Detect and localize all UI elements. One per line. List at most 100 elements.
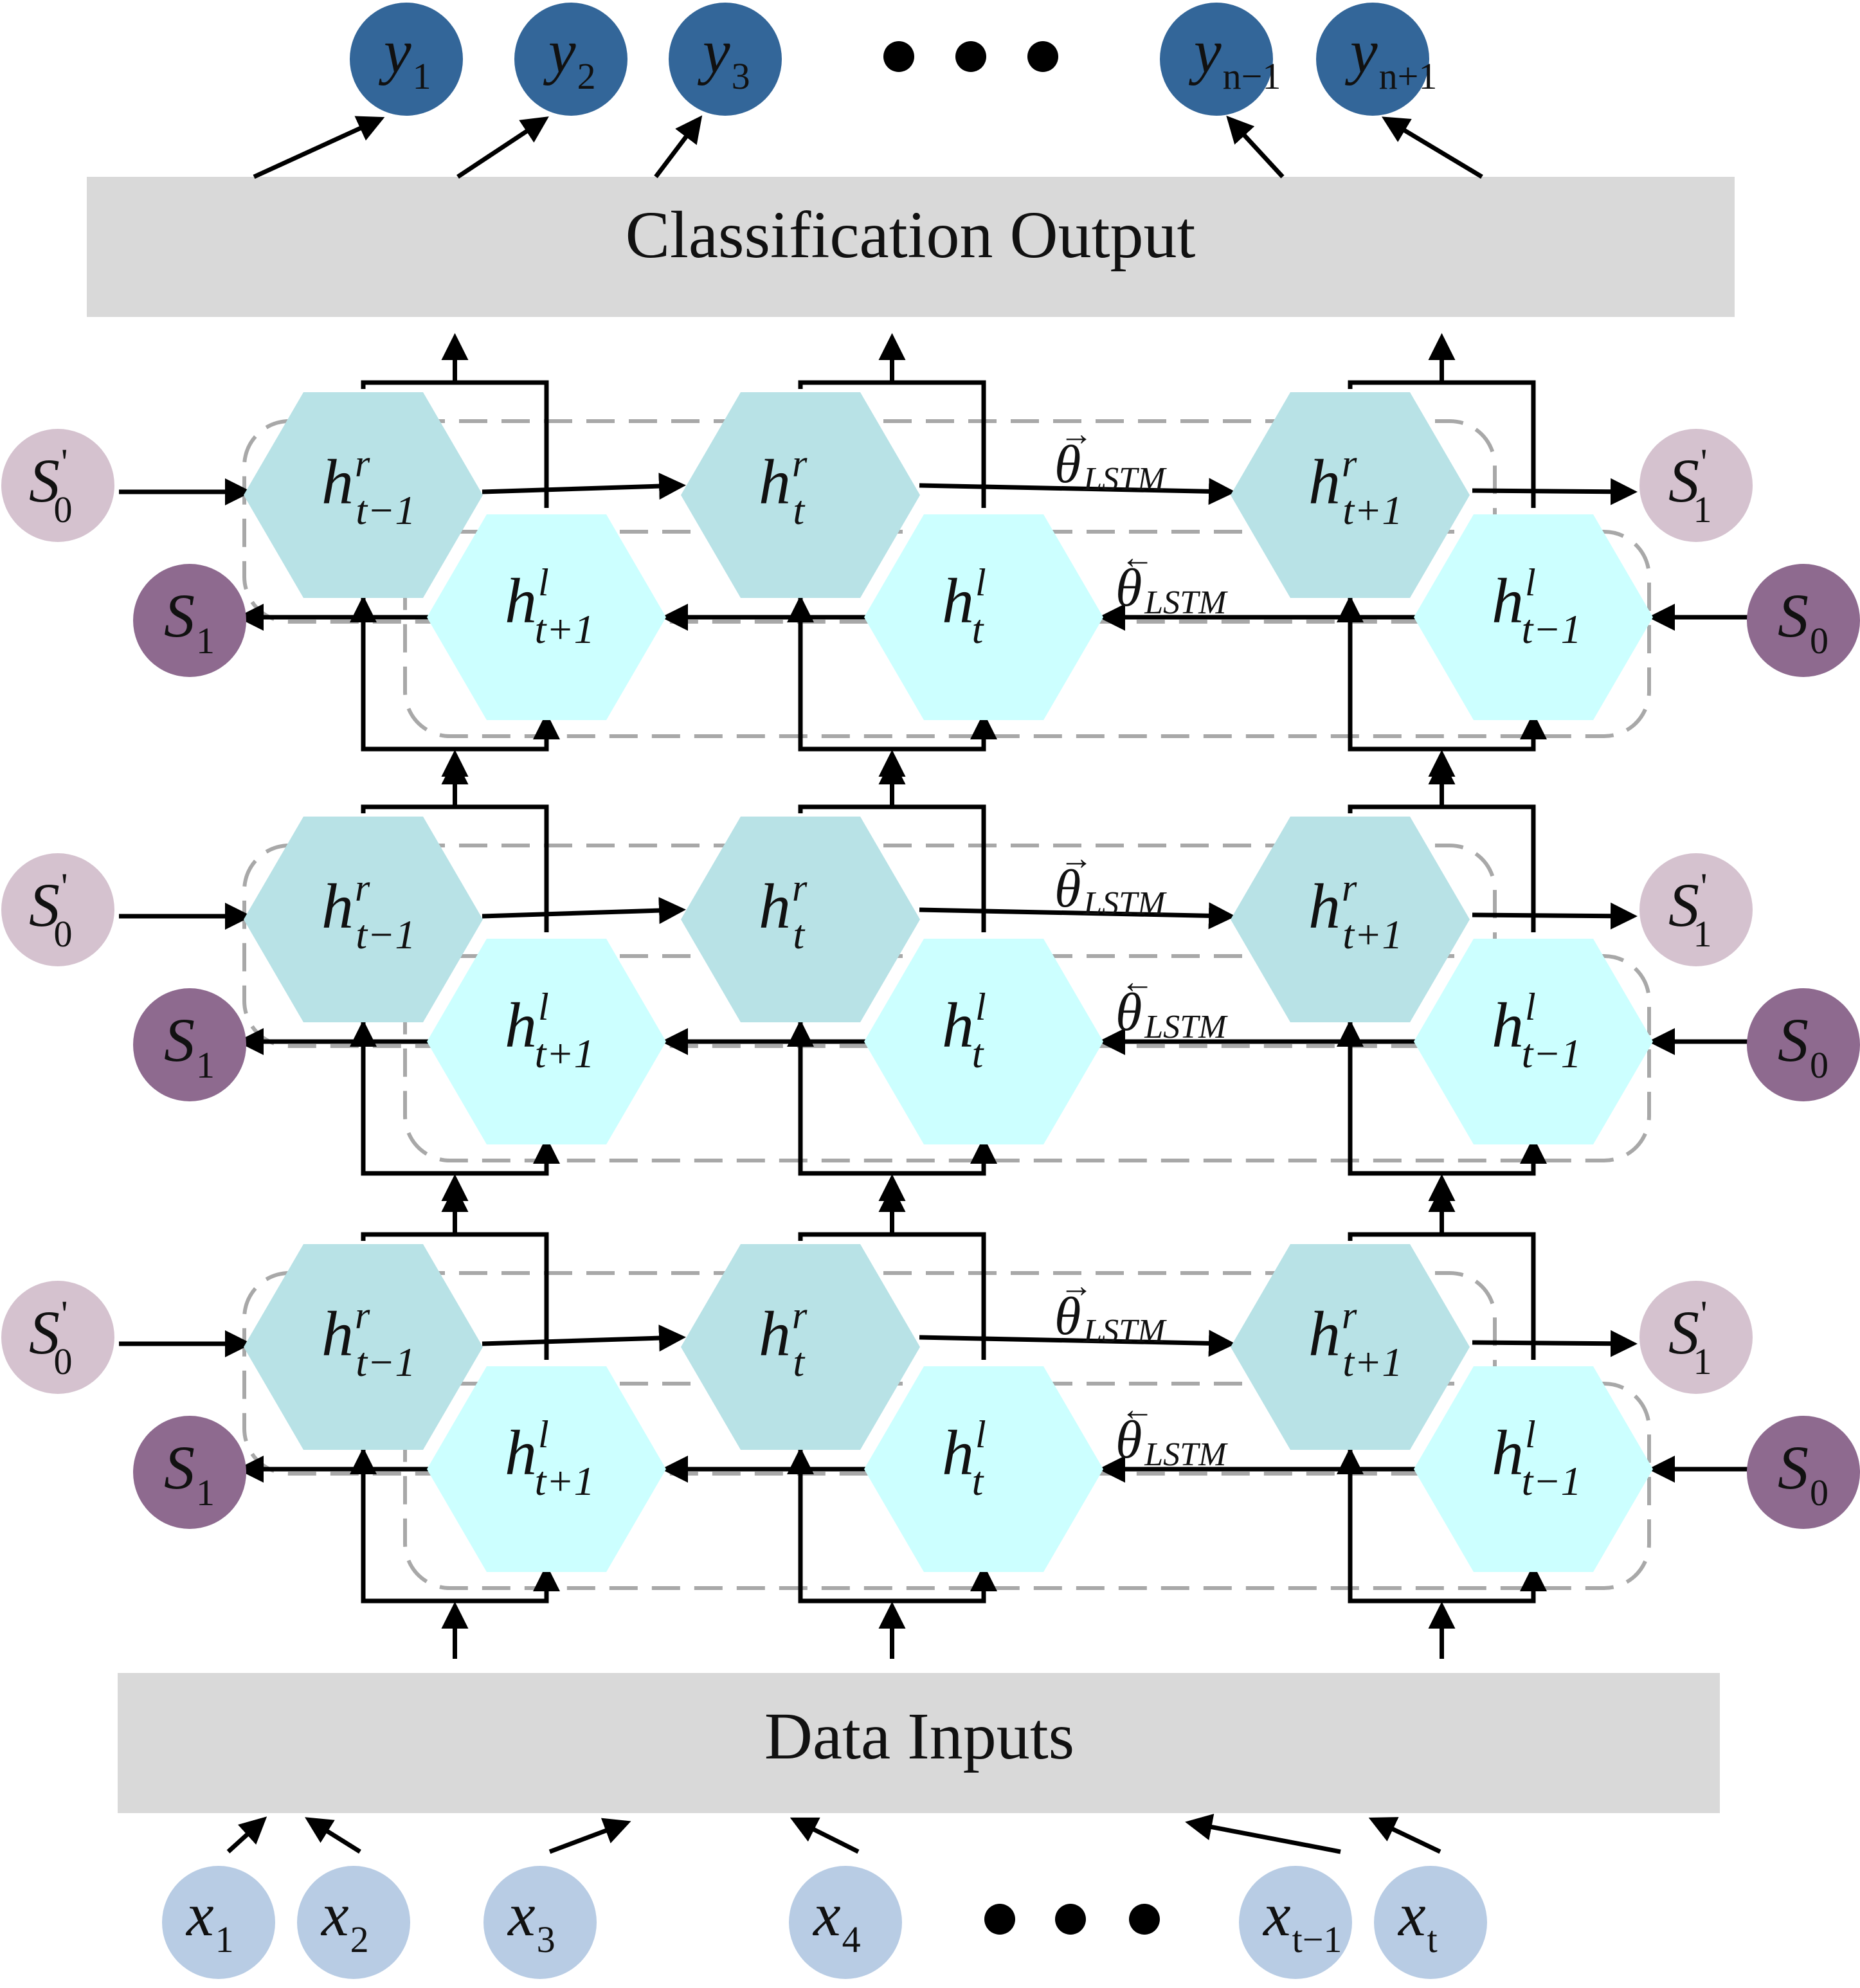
svg-text:hrt−1: hrt−1 — [321, 867, 415, 957]
output-node-1: y1 — [253, 3, 463, 179]
input-node-5: xt−1 — [1185, 1813, 1352, 1979]
svg-text:θLSTM: θLSTM — [1115, 1410, 1228, 1473]
forward-lstm-cell — [1231, 1244, 1470, 1450]
forward-lstm-cell — [681, 1244, 920, 1450]
svg-text:hlt+1: hlt+1 — [505, 561, 595, 652]
input-circle — [483, 1866, 597, 1979]
input-circle — [162, 1866, 275, 1979]
forward-initial-state — [1, 429, 114, 542]
forward-state-out-arrow — [1472, 902, 1638, 930]
svg-text:←: ← — [1121, 964, 1154, 1000]
output-circle — [350, 3, 463, 116]
svg-text:→: → — [1060, 416, 1093, 453]
forward-lstm-cell — [244, 817, 483, 1022]
input-arrow — [1368, 1817, 1441, 1854]
svg-text:S'0: S'0 — [29, 441, 72, 530]
svg-text:hrt+1: hrt+1 — [1308, 867, 1402, 957]
backward-lstm-cell — [1414, 514, 1653, 720]
forward-initial-state — [1, 1281, 114, 1394]
svg-text:←: ← — [1121, 1391, 1154, 1428]
output-circle — [1160, 3, 1273, 116]
backward-lstm-cell — [1414, 939, 1653, 1144]
svg-text:y2: y2 — [543, 17, 596, 97]
backward-initial-state — [1747, 988, 1860, 1101]
svg-text:x1: x1 — [185, 1880, 234, 1960]
svg-text:θLSTM: θLSTM — [1054, 1287, 1167, 1350]
svg-text:θLSTM: θLSTM — [1115, 982, 1228, 1045]
backward-lstm-cell — [1414, 1366, 1653, 1572]
input-arrow — [790, 1817, 860, 1854]
svg-text:S0: S0 — [1778, 1006, 1828, 1086]
ellipsis-dot — [883, 41, 914, 72]
backward-initial-state-label: S0 — [1778, 581, 1828, 662]
svg-text:hrt: hrt — [759, 1294, 808, 1385]
theta-forward-label: →θLSTM — [1054, 416, 1167, 498]
output-arrow — [1226, 115, 1285, 179]
forward-initial-state-label: S'0 — [29, 1293, 72, 1382]
input-label: x3 — [507, 1880, 555, 1960]
forward-final-state — [1639, 429, 1753, 542]
svg-text:x4: x4 — [812, 1880, 861, 1960]
svg-text:S'1: S'1 — [1668, 441, 1711, 530]
forward-chain-arrow — [919, 902, 1236, 930]
svg-text:θLSTM: θLSTM — [1054, 859, 1167, 922]
output-label: y1 — [378, 17, 431, 97]
output-arrow — [456, 116, 549, 179]
svg-text:hlt: hlt — [942, 1413, 986, 1504]
svg-text:hlt+1: hlt+1 — [505, 986, 595, 1076]
svg-text:y1: y1 — [378, 17, 431, 97]
forward-lstm-cell — [244, 392, 483, 598]
output-node-5: yn+1 — [1316, 3, 1483, 179]
input-node-4: x4 — [789, 1817, 902, 1979]
output-label: y2 — [543, 17, 596, 97]
backward-final-state-label: S1 — [164, 1433, 215, 1514]
backward-lstm-cell — [427, 514, 666, 720]
input-circle — [1374, 1866, 1487, 1979]
svg-text:x3: x3 — [507, 1880, 555, 1960]
forward-chain-arrow — [482, 473, 686, 500]
backward-lstm-cell — [427, 939, 666, 1144]
forward-chain-arrow — [919, 1330, 1236, 1357]
forward-lstm-cell — [1231, 392, 1470, 598]
forward-lstm-cell — [681, 392, 920, 598]
input-arrow — [548, 1818, 631, 1854]
output-label: y3 — [697, 17, 750, 97]
backward-initial-state-label: S0 — [1778, 1006, 1828, 1086]
forward-chain-arrow — [919, 478, 1236, 505]
backward-initial-state — [1747, 1416, 1860, 1529]
backward-initial-state-label: S0 — [1778, 1433, 1828, 1514]
theta-forward-label: →θLSTM — [1054, 840, 1167, 922]
backward-lstm-cell — [427, 1366, 666, 1572]
data-inputs-label: Data Inputs — [764, 1699, 1074, 1773]
svg-text:→: → — [1060, 1268, 1093, 1305]
svg-text:hrt−1: hrt−1 — [321, 442, 415, 533]
svg-text:yn−1: yn−1 — [1188, 17, 1281, 97]
classification-output-box: Classification Output — [87, 177, 1735, 317]
input-arrow — [305, 1817, 361, 1854]
svg-text:hrt+1: hrt+1 — [1308, 1294, 1402, 1385]
forward-chain-arrow — [482, 1324, 686, 1352]
forward-lstm-cell — [244, 1244, 483, 1450]
svg-text:xt−1: xt−1 — [1262, 1880, 1342, 1960]
forward-lstm-cell — [1231, 817, 1470, 1022]
forward-initial-state-label: S'0 — [29, 865, 72, 955]
input-circle — [789, 1866, 902, 1979]
svg-text:S'0: S'0 — [29, 1293, 72, 1382]
forward-initial-state — [1, 853, 114, 966]
theta-backward-label: ←θLSTM — [1115, 1391, 1228, 1473]
output-node-2: y2 — [456, 3, 628, 179]
forward-final-state — [1639, 1281, 1753, 1394]
svg-text:xt: xt — [1397, 1880, 1438, 1960]
output-label: yn−1 — [1188, 17, 1281, 97]
